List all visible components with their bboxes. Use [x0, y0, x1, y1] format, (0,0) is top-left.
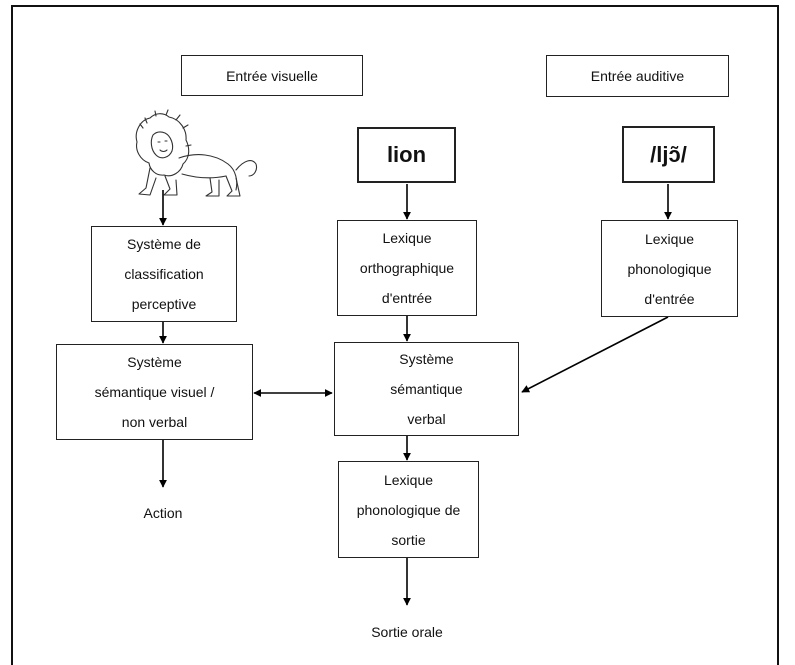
phonetic-word: /ljɔ̃/ [650, 141, 687, 167]
lion-icon [135, 109, 258, 197]
phono-input-lexicon-label: Lexique phonologique d'entrée [627, 230, 712, 307]
action-label: Action [143, 505, 183, 521]
auditory-input-box: Entrée auditive [546, 55, 729, 97]
arrow-phono-lexicon-to-verbal-semantic [521, 316, 669, 393]
phono-output-lexicon-box: Lexique phonologique de sortie [338, 461, 479, 558]
perceptive-classification-box: Système de classification perceptive [91, 226, 237, 322]
written-word: lion [386, 142, 427, 167]
visual-input-label: Entrée visuelle [226, 67, 318, 84]
auditory-input-label: Entrée auditive [590, 68, 685, 84]
verbal-semantic-system-box: Système sémantique verbal [334, 342, 519, 436]
oral-output-label: Sortie orale [371, 624, 443, 640]
visual-input-box: Entrée visuelle [181, 55, 363, 96]
visual-semantic-system-box: Système sémantique visuel / non verbal [56, 344, 253, 440]
ortho-input-lexicon-box: Lexique orthographique d'entrée [337, 220, 477, 316]
phono-output-lexicon-label: Lexique phonologique de sortie [356, 471, 461, 548]
phono-input-lexicon-box: Lexique phonologique d'entrée [601, 220, 738, 317]
written-word-box: lion [357, 127, 456, 183]
phonetic-word-box: /ljɔ̃/ [622, 126, 715, 183]
ortho-input-lexicon-label: Lexique orthographique d'entrée [359, 230, 455, 306]
visual-semantic-system-label: Système sémantique visuel / non verbal [94, 354, 215, 430]
diagram-frame [11, 5, 779, 665]
verbal-semantic-system-label: Système sémantique verbal [390, 351, 463, 427]
perceptive-classification-label: Système de classification perceptive [124, 236, 204, 312]
